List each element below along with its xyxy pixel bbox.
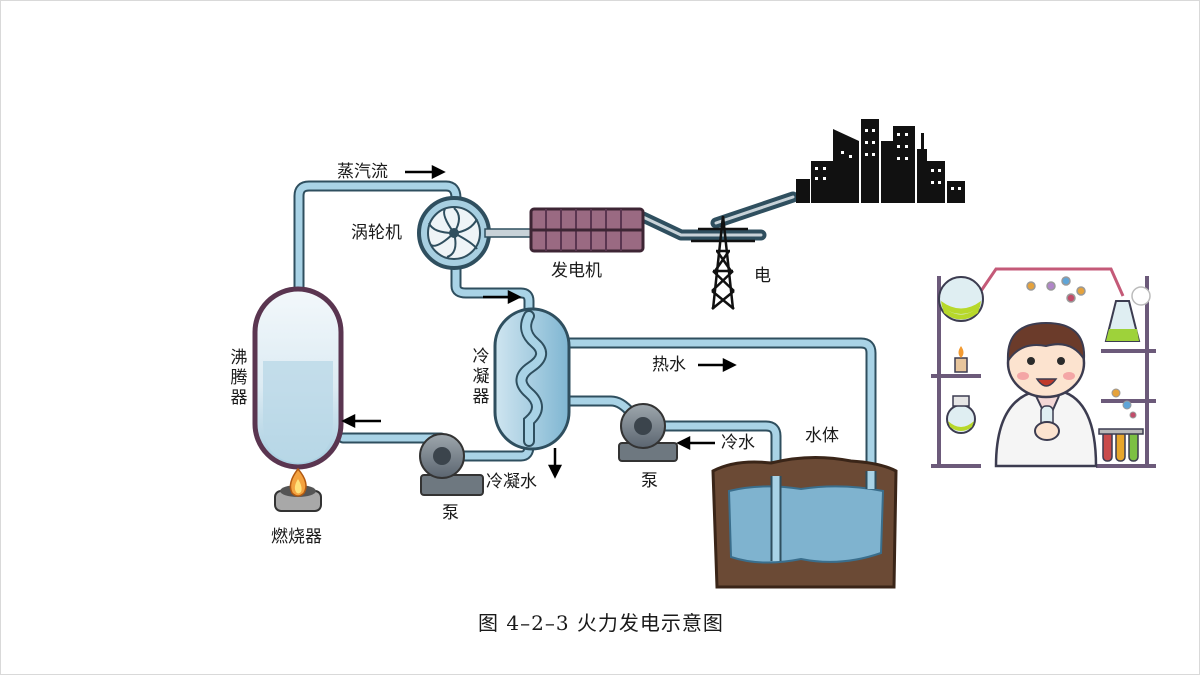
boiler — [252, 286, 344, 470]
condenser-label: 冷凝器 — [472, 347, 490, 407]
turbine-label: 涡轮机 — [351, 223, 402, 243]
turbine-icon — [417, 196, 534, 270]
cold-water-label: 冷水 — [721, 433, 755, 453]
hot-water-label: 热水 — [652, 355, 686, 375]
power-tower-icon — [691, 215, 755, 310]
arrow-down-icon — [547, 448, 563, 479]
pump-left-label: 泵 — [442, 503, 459, 523]
figure-caption: 图 4–2–3 火力发电示意图 — [478, 611, 724, 635]
electricity-label: 电 — [754, 266, 771, 286]
generator-label: 发电机 — [551, 261, 602, 281]
flow-arrows — [341, 164, 737, 479]
pump-right-label: 泵 — [641, 471, 658, 491]
water-body-label: 水体 — [805, 426, 839, 446]
pump-icon — [419, 433, 484, 496]
generator-icon — [529, 207, 645, 253]
water-body — [711, 455, 898, 589]
burner — [274, 485, 322, 512]
arrow-right-icon — [483, 289, 522, 305]
scientist-illustration — [931, 267, 1156, 468]
condensate-label: 冷凝水 — [486, 472, 537, 492]
arrow-right-icon — [698, 357, 737, 373]
flame-icon — [289, 467, 307, 497]
condenser — [493, 307, 571, 451]
city-skyline-icon — [796, 119, 965, 203]
steam-flow-label: 蒸汽流 — [337, 162, 388, 182]
pipes — [293, 180, 877, 567]
arrow-right-icon — [405, 164, 446, 180]
arrow-left-icon — [341, 413, 381, 429]
pump-icon — [618, 403, 678, 462]
burner-label: 燃烧器 — [271, 527, 322, 547]
arrow-left-icon — [676, 435, 715, 451]
boiler-label: 沸腾器 — [230, 348, 248, 408]
